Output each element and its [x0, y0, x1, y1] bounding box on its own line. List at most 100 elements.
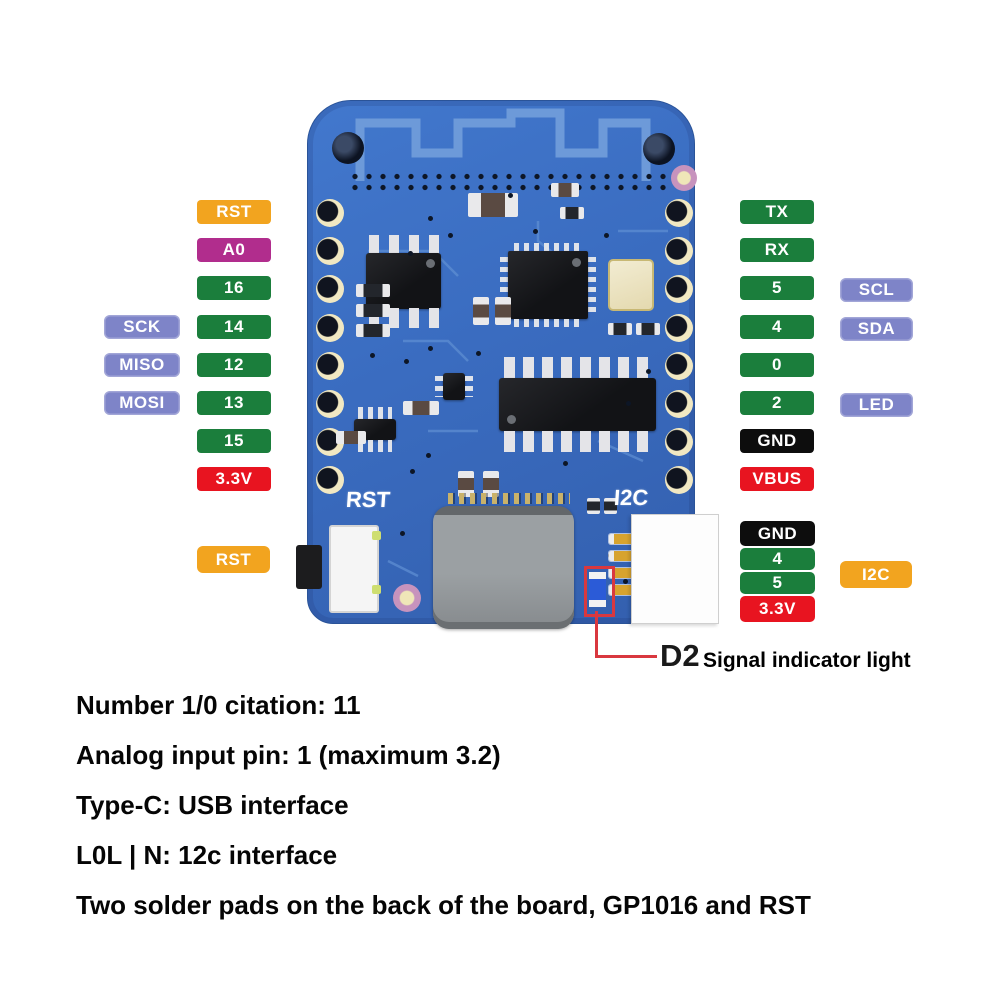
sot-pins-left — [435, 376, 443, 397]
sot23-pins-top — [358, 407, 392, 419]
pin-hole — [316, 199, 344, 227]
i2c-socket-connector — [631, 514, 719, 624]
pin-hole — [665, 199, 693, 227]
d2-callout-box — [584, 566, 615, 617]
via-dot — [400, 531, 405, 536]
pin-label-led: LED — [840, 393, 913, 417]
pin-label-rx: RX — [740, 238, 814, 262]
connector-pin — [609, 534, 633, 544]
pin-label-2: 2 — [740, 391, 814, 415]
via-dot — [410, 469, 415, 474]
sot-pins-right — [465, 376, 473, 397]
sot23-pins-bottom — [358, 440, 392, 452]
solder-dot — [372, 585, 381, 594]
pin-hole — [665, 390, 693, 418]
via-dot — [476, 351, 481, 356]
pin-hole — [665, 314, 693, 342]
pin-hole — [316, 466, 344, 494]
via-dot — [428, 346, 433, 351]
silkscreen-rst-label: RST — [345, 487, 391, 512]
pin-label-rst: RST — [197, 200, 271, 224]
qfp-pins-right — [588, 257, 596, 313]
pin-label-16: 16 — [197, 276, 271, 300]
note-io-count: Number 1/0 citation: 11 — [76, 690, 361, 720]
pin-label-i2c-gnd: GND — [740, 521, 815, 546]
resistor — [458, 471, 474, 497]
pin-hole — [316, 390, 344, 418]
pin-label-i2c-4: 4 — [740, 548, 815, 570]
via-dot — [428, 216, 433, 221]
reset-button — [329, 525, 379, 613]
chip-dot — [572, 258, 581, 267]
capacitor — [560, 207, 584, 219]
pin-label-i2c-port: I2C — [840, 561, 912, 588]
connector-pin — [609, 568, 633, 578]
pin-label-12: 12 — [197, 353, 271, 377]
pin-label-4: 4 — [740, 315, 814, 339]
pin-label-sck: SCK — [104, 315, 180, 339]
via-dot — [408, 251, 413, 256]
via-dot — [626, 401, 631, 406]
capacitor — [608, 323, 632, 335]
chip-dot — [426, 259, 435, 268]
note-i2c-interface: L0L | N: 12c interface — [76, 840, 338, 870]
mounting-hole-right — [643, 133, 675, 165]
pin-hole — [665, 237, 693, 265]
usb-solder-pads — [448, 493, 570, 504]
connector-pin — [609, 585, 633, 595]
connector-pin — [609, 551, 633, 561]
resistor — [336, 431, 366, 444]
mounting-hole-left — [332, 132, 364, 164]
via-dot-row — [348, 171, 666, 193]
via-dot — [604, 233, 609, 238]
resistor — [551, 183, 579, 197]
pin-label-sda: SDA — [840, 317, 913, 341]
pin-hole — [316, 352, 344, 380]
resistor — [495, 297, 511, 325]
via-dot — [426, 453, 431, 458]
resistor — [473, 297, 489, 325]
pin-label-i2c-3v3: 3.3V — [740, 596, 815, 622]
pin-label-scl: SCL — [840, 278, 913, 302]
pin-hole — [665, 466, 693, 494]
via-dot — [646, 369, 651, 374]
pin-label-tx: TX — [740, 200, 814, 224]
note-analog-input: Analog input pin: 1 (maximum 3.2) — [76, 740, 501, 770]
pin-hole — [665, 428, 693, 456]
pin-label-i2c-5: 5 — [740, 572, 815, 594]
soic8-chip — [366, 253, 441, 309]
via-dot — [533, 229, 538, 234]
pin-label-13: 13 — [197, 391, 271, 415]
reset-button-actuator — [296, 545, 322, 589]
pin-hole — [665, 275, 693, 303]
pin-label-rst-button: RST — [197, 546, 270, 573]
usb-c-connector — [433, 506, 574, 629]
via-dot — [404, 359, 409, 364]
pin-label-15: 15 — [197, 429, 271, 453]
qfp-pins-left — [500, 257, 508, 313]
pin-label-3v3: 3.3V — [197, 467, 271, 491]
via-dot — [448, 233, 453, 238]
d2-callout-text: Signal indicator light — [703, 649, 911, 672]
d2-callout-line-vertical — [595, 611, 598, 657]
resistor — [483, 471, 499, 497]
pin-label-a0: A0 — [197, 238, 271, 262]
resistor — [403, 401, 439, 415]
capacitor — [587, 498, 600, 514]
soic16-pins-bottom — [504, 431, 652, 452]
capacitor — [356, 324, 390, 337]
pin-label-gnd: GND — [740, 429, 814, 453]
note-solder-pads: Two solder pads on the back of the board… — [76, 890, 811, 920]
d2-callout-line-horizontal — [595, 655, 657, 658]
capacitor — [604, 498, 617, 514]
sot-chip — [443, 373, 465, 400]
chip-dot — [507, 415, 516, 424]
pin-hole — [316, 314, 344, 342]
pink-via-top — [671, 165, 697, 191]
crystal-oscillator — [608, 259, 654, 311]
qfp-pins-bottom — [514, 319, 582, 327]
qfp-pins-top — [514, 243, 582, 251]
soic8-pins-top — [369, 235, 439, 255]
pin-label-5: 5 — [740, 276, 814, 300]
